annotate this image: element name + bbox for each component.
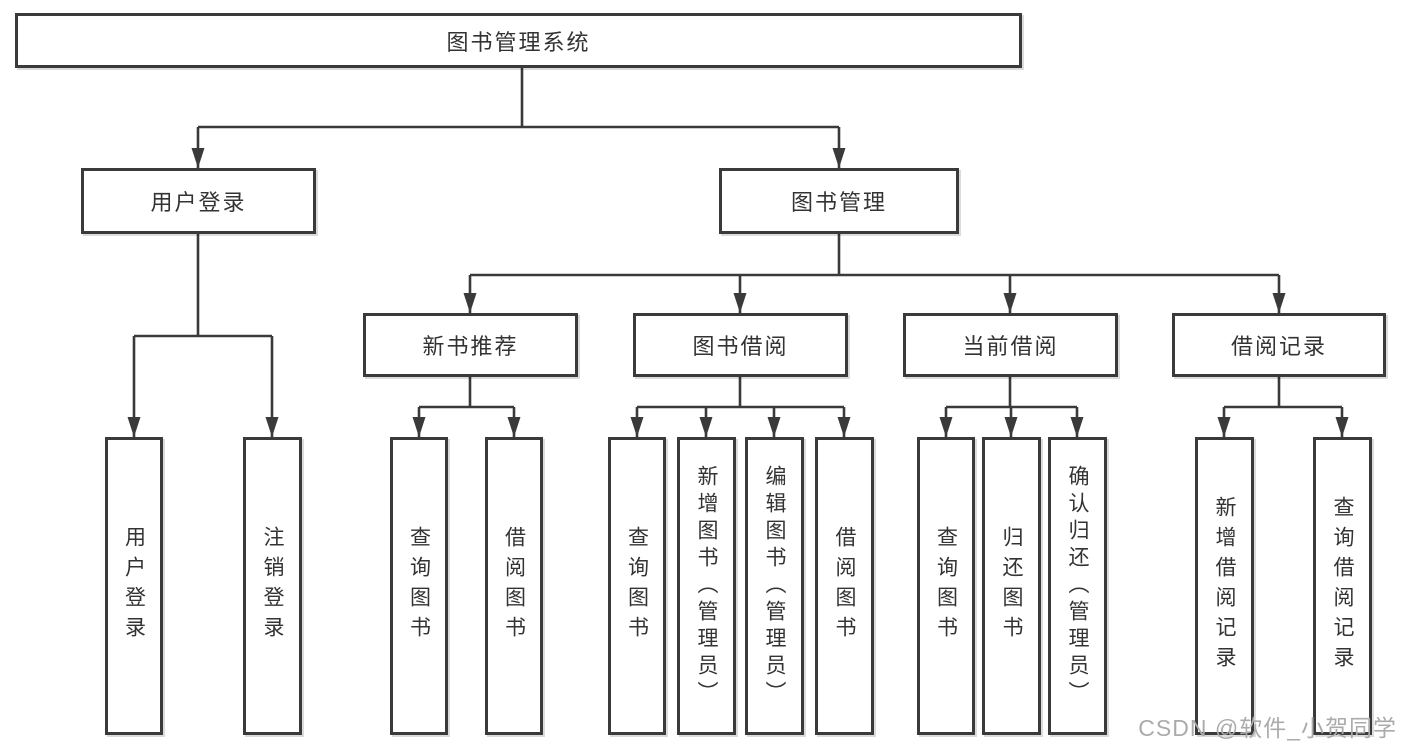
- leaf-recommend-borrow-books: 借阅图书: [485, 437, 543, 735]
- node-book-borrow: 图书借阅: [633, 313, 848, 377]
- leaf-logout-label: 注销登录: [261, 526, 284, 646]
- leaf-logout: 注销登录: [243, 437, 302, 735]
- leaf-current-return-books: 归还图书: [982, 437, 1041, 735]
- node-book-management-label: 图书管理: [790, 190, 887, 215]
- node-user-login: 用户登录: [81, 168, 316, 234]
- node-new-book-recommend: 新书推荐: [363, 313, 578, 377]
- leaf-user-login: 用户登录: [105, 437, 163, 735]
- leaf-borrow-edit-books-admin: 编辑图书（管理员）: [745, 437, 804, 735]
- leaf-borrow-query-books: 查询图书: [608, 437, 666, 735]
- leaf-current-return-books-label: 归还图书: [1000, 526, 1023, 646]
- leaf-borrow-borrow-books-label: 借阅图书: [833, 526, 856, 646]
- leaf-borrow-add-books-admin: 新增图书（管理员）: [677, 437, 736, 735]
- leaf-recommend-query-books: 查询图书: [390, 437, 448, 735]
- watermark-text: CSDN @软件_小贺同学: [1138, 715, 1397, 741]
- leaf-borrow-query-books-label: 查询图书: [625, 526, 649, 646]
- leaf-current-query-books-label: 查询图书: [934, 526, 958, 646]
- node-current-borrow: 当前借阅: [903, 313, 1118, 377]
- leaf-records-query-record-label: 查询借阅记录: [1331, 496, 1354, 676]
- leaf-records-add-record: 新增借阅记录: [1195, 437, 1254, 735]
- node-root: 图书管理系统: [15, 13, 1022, 68]
- leaf-current-confirm-return-admin: 确认归还（管理员）: [1048, 437, 1107, 735]
- leaf-recommend-query-books-label: 查询图书: [407, 526, 431, 646]
- leaf-current-confirm-return-admin-label: 确认归还（管理员）: [1066, 464, 1089, 708]
- leaf-records-query-record: 查询借阅记录: [1313, 437, 1372, 735]
- wire-trunks: [134, 68, 1342, 409]
- leaf-borrow-add-books-admin-label: 新增图书（管理员）: [695, 464, 718, 708]
- leaf-user-login-label: 用户登录: [122, 526, 146, 646]
- node-book-borrow-label: 图书借阅: [692, 334, 789, 359]
- node-borrow-records: 借阅记录: [1172, 313, 1386, 377]
- node-book-management: 图书管理: [719, 168, 959, 234]
- node-borrow-records-label: 借阅记录: [1230, 334, 1327, 359]
- leaf-borrow-edit-books-admin-label: 编辑图书（管理员）: [763, 464, 786, 708]
- node-root-label: 图书管理系统: [446, 29, 591, 55]
- node-new-book-recommend-label: 新书推荐: [422, 334, 519, 359]
- leaf-records-add-record-label: 新增借阅记录: [1213, 496, 1236, 676]
- node-current-borrow-label: 当前借阅: [962, 334, 1059, 359]
- node-user-login-label: 用户登录: [150, 190, 247, 215]
- leaf-recommend-borrow-books-label: 借阅图书: [502, 526, 526, 646]
- leaf-borrow-borrow-books: 借阅图书: [815, 437, 874, 735]
- leaf-current-query-books: 查询图书: [917, 437, 975, 735]
